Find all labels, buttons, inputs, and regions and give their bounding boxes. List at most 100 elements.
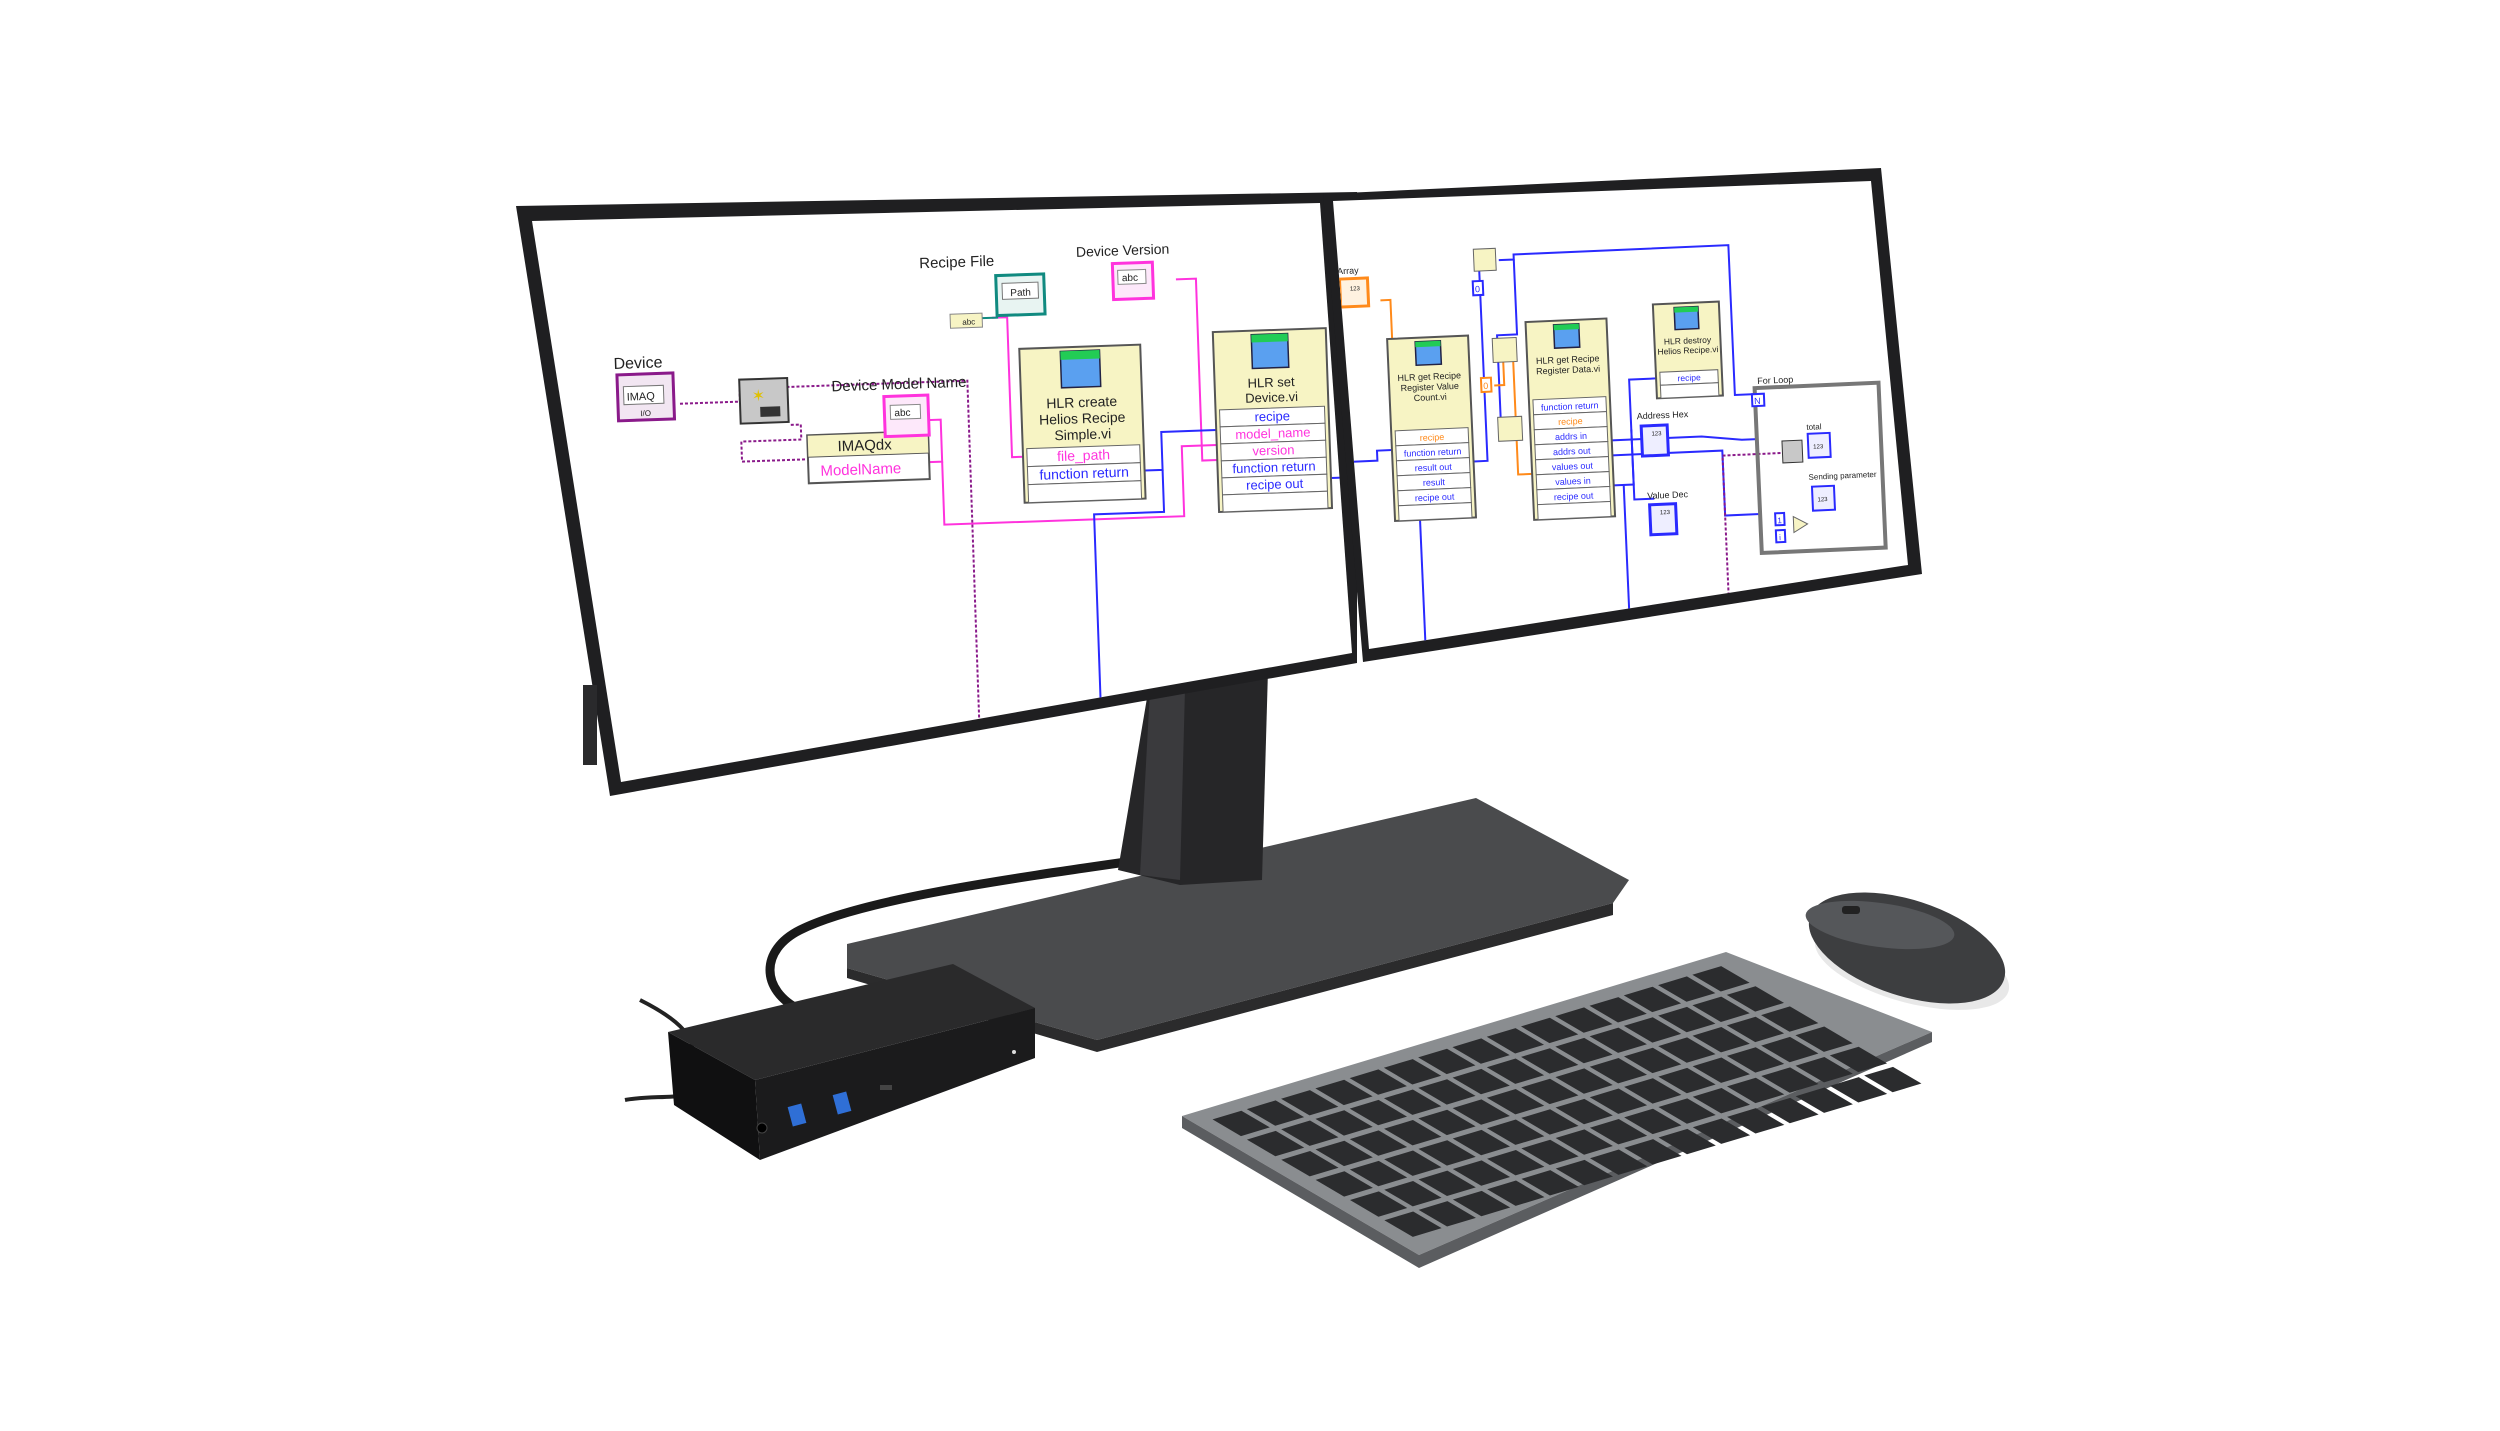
svg-text:123: 123 <box>1813 444 1824 450</box>
replace-array-node-2 <box>1497 415 1524 442</box>
vi-terminal-label: recipe out <box>1246 476 1304 493</box>
keyboard-key <box>1418 1140 1476 1166</box>
monitor-stand-neck <box>1118 670 1268 885</box>
keyboard-key <box>1315 1171 1373 1197</box>
iteration-terminal: i <box>1774 528 1787 544</box>
keyboard-key <box>1521 1170 1579 1196</box>
vi-terminal-label: result out <box>1415 462 1453 474</box>
keyboard-key <box>1555 1129 1613 1155</box>
left-block-diagram: Recipe File Device Version Device Device… <box>613 241 1352 782</box>
keyboard-key <box>1281 1090 1339 1116</box>
keyboard-key <box>1658 1037 1716 1063</box>
usb-port-2 <box>832 1091 852 1115</box>
keyboard-key <box>1555 1098 1613 1125</box>
label-device-version: Device Version <box>1076 241 1170 260</box>
wire-in <box>1342 448 1393 464</box>
keyboard-key <box>1384 1150 1442 1176</box>
vi-terminal-label: recipe <box>1419 432 1444 443</box>
vi-title-line: Device.vi <box>1245 389 1298 406</box>
imaqdx-open-camera-icon: ✶ <box>738 376 790 425</box>
keyboard-key <box>1212 1110 1270 1137</box>
keyboard-key <box>1418 1109 1476 1136</box>
vi-terminal-label: function return <box>1039 464 1129 483</box>
vi-terminal-label: addrs in <box>1555 431 1587 442</box>
wire-function-return <box>1144 429 1217 472</box>
vi-terminal-label: file_path <box>1057 446 1110 464</box>
dock-front <box>755 1008 1035 1160</box>
vi-terminal-label: function return <box>1404 446 1462 459</box>
keyboard-key <box>1384 1120 1442 1146</box>
vi-title-line: Helios Recipe <box>1039 409 1126 428</box>
keyboard-key <box>1246 1100 1305 1126</box>
label-value-dec: Value Dec <box>1647 489 1689 501</box>
wire-refnum-2 <box>740 423 809 463</box>
svg-text:abc: abc <box>1122 273 1138 285</box>
svg-text:abc: abc <box>962 317 975 326</box>
keyboard-key <box>1623 1047 1682 1074</box>
keyboard-key <box>1658 1067 1716 1094</box>
vi-terminal-row <box>1027 480 1143 504</box>
vi-title-line: Count.vi <box>1413 392 1446 403</box>
vi-terminal-row <box>1536 500 1612 521</box>
dock-status-led <box>1012 1050 1016 1054</box>
vi-terminal-label: version <box>1252 442 1294 458</box>
keyboard-key <box>1487 1150 1545 1176</box>
keyboard-key <box>1761 1036 1819 1063</box>
keyboard-key <box>1658 976 1716 1002</box>
mouse <box>1805 892 2010 1010</box>
vi-terminal-label: recipe <box>1677 372 1701 383</box>
usb-c-port <box>880 1085 892 1090</box>
keyboard-key <box>1658 1006 1716 1033</box>
wire-error-down <box>1093 469 1166 782</box>
keyboard-key <box>1315 1110 1373 1136</box>
keyboard-key <box>1521 1078 1579 1105</box>
svg-text:IMAQdx: IMAQdx <box>837 436 892 455</box>
wire-value-dec <box>1630 429 1655 501</box>
vi-hlr-set-device: HLR setDevice.virecipemodel_nameversionf… <box>1211 327 1334 514</box>
keyboard-key <box>1418 1079 1476 1105</box>
vi-terminal-row <box>1397 502 1473 522</box>
vi-title-line: HLR set <box>1247 374 1295 391</box>
svg-text:Path: Path <box>1010 287 1031 299</box>
side-button <box>583 685 597 765</box>
vi-terminal-label: result <box>1423 477 1446 488</box>
wire-values <box>1612 449 1761 517</box>
value-dec-indicator: 123 <box>1648 502 1679 537</box>
svg-text:abc: abc <box>894 408 910 420</box>
vi-icon <box>1250 332 1290 370</box>
svg-text:0: 0 <box>1475 284 1480 294</box>
mouse-scroll-wheel <box>1842 906 1860 914</box>
label-for-loop: For Loop <box>1757 374 1793 386</box>
add-node <box>1792 515 1809 534</box>
vi-terminal-label: function return <box>1232 458 1316 476</box>
keyboard-key <box>1864 1066 1922 1093</box>
keyboard-key <box>1589 1058 1647 1084</box>
device-model-name-indicator: abc <box>882 393 931 439</box>
keyboard-key <box>1418 1201 1476 1227</box>
keyboard-key <box>1452 1129 1510 1156</box>
keyboard-key <box>1761 1097 1819 1124</box>
keyboard-key <box>1555 1007 1613 1033</box>
keyboard-key <box>1727 1108 1785 1134</box>
index-array-node <box>1472 247 1497 272</box>
keyboard-key <box>1692 996 1750 1022</box>
keyboard-key <box>1555 1159 1613 1186</box>
keyboard-key <box>1383 1059 1442 1085</box>
vi-icon <box>1552 322 1581 349</box>
svg-text:N: N <box>1754 396 1761 406</box>
keyboard-key <box>1623 1017 1682 1043</box>
wire-refnum-loop <box>1721 451 1793 646</box>
keyboard-key <box>1692 1057 1750 1083</box>
keyboard-key <box>1692 966 1750 992</box>
svg-text:ModelName: ModelName <box>820 460 901 480</box>
keyboard-key <box>1486 1058 1545 1084</box>
keyboard-key <box>1281 1151 1339 1177</box>
wire-top <box>1498 244 1755 397</box>
vi-terminal-label: recipe <box>1558 416 1583 427</box>
svg-text:I/O: I/O <box>640 409 651 418</box>
keyboard-key <box>1349 1069 1407 1095</box>
vi-terminal-label: values out <box>1552 460 1594 472</box>
